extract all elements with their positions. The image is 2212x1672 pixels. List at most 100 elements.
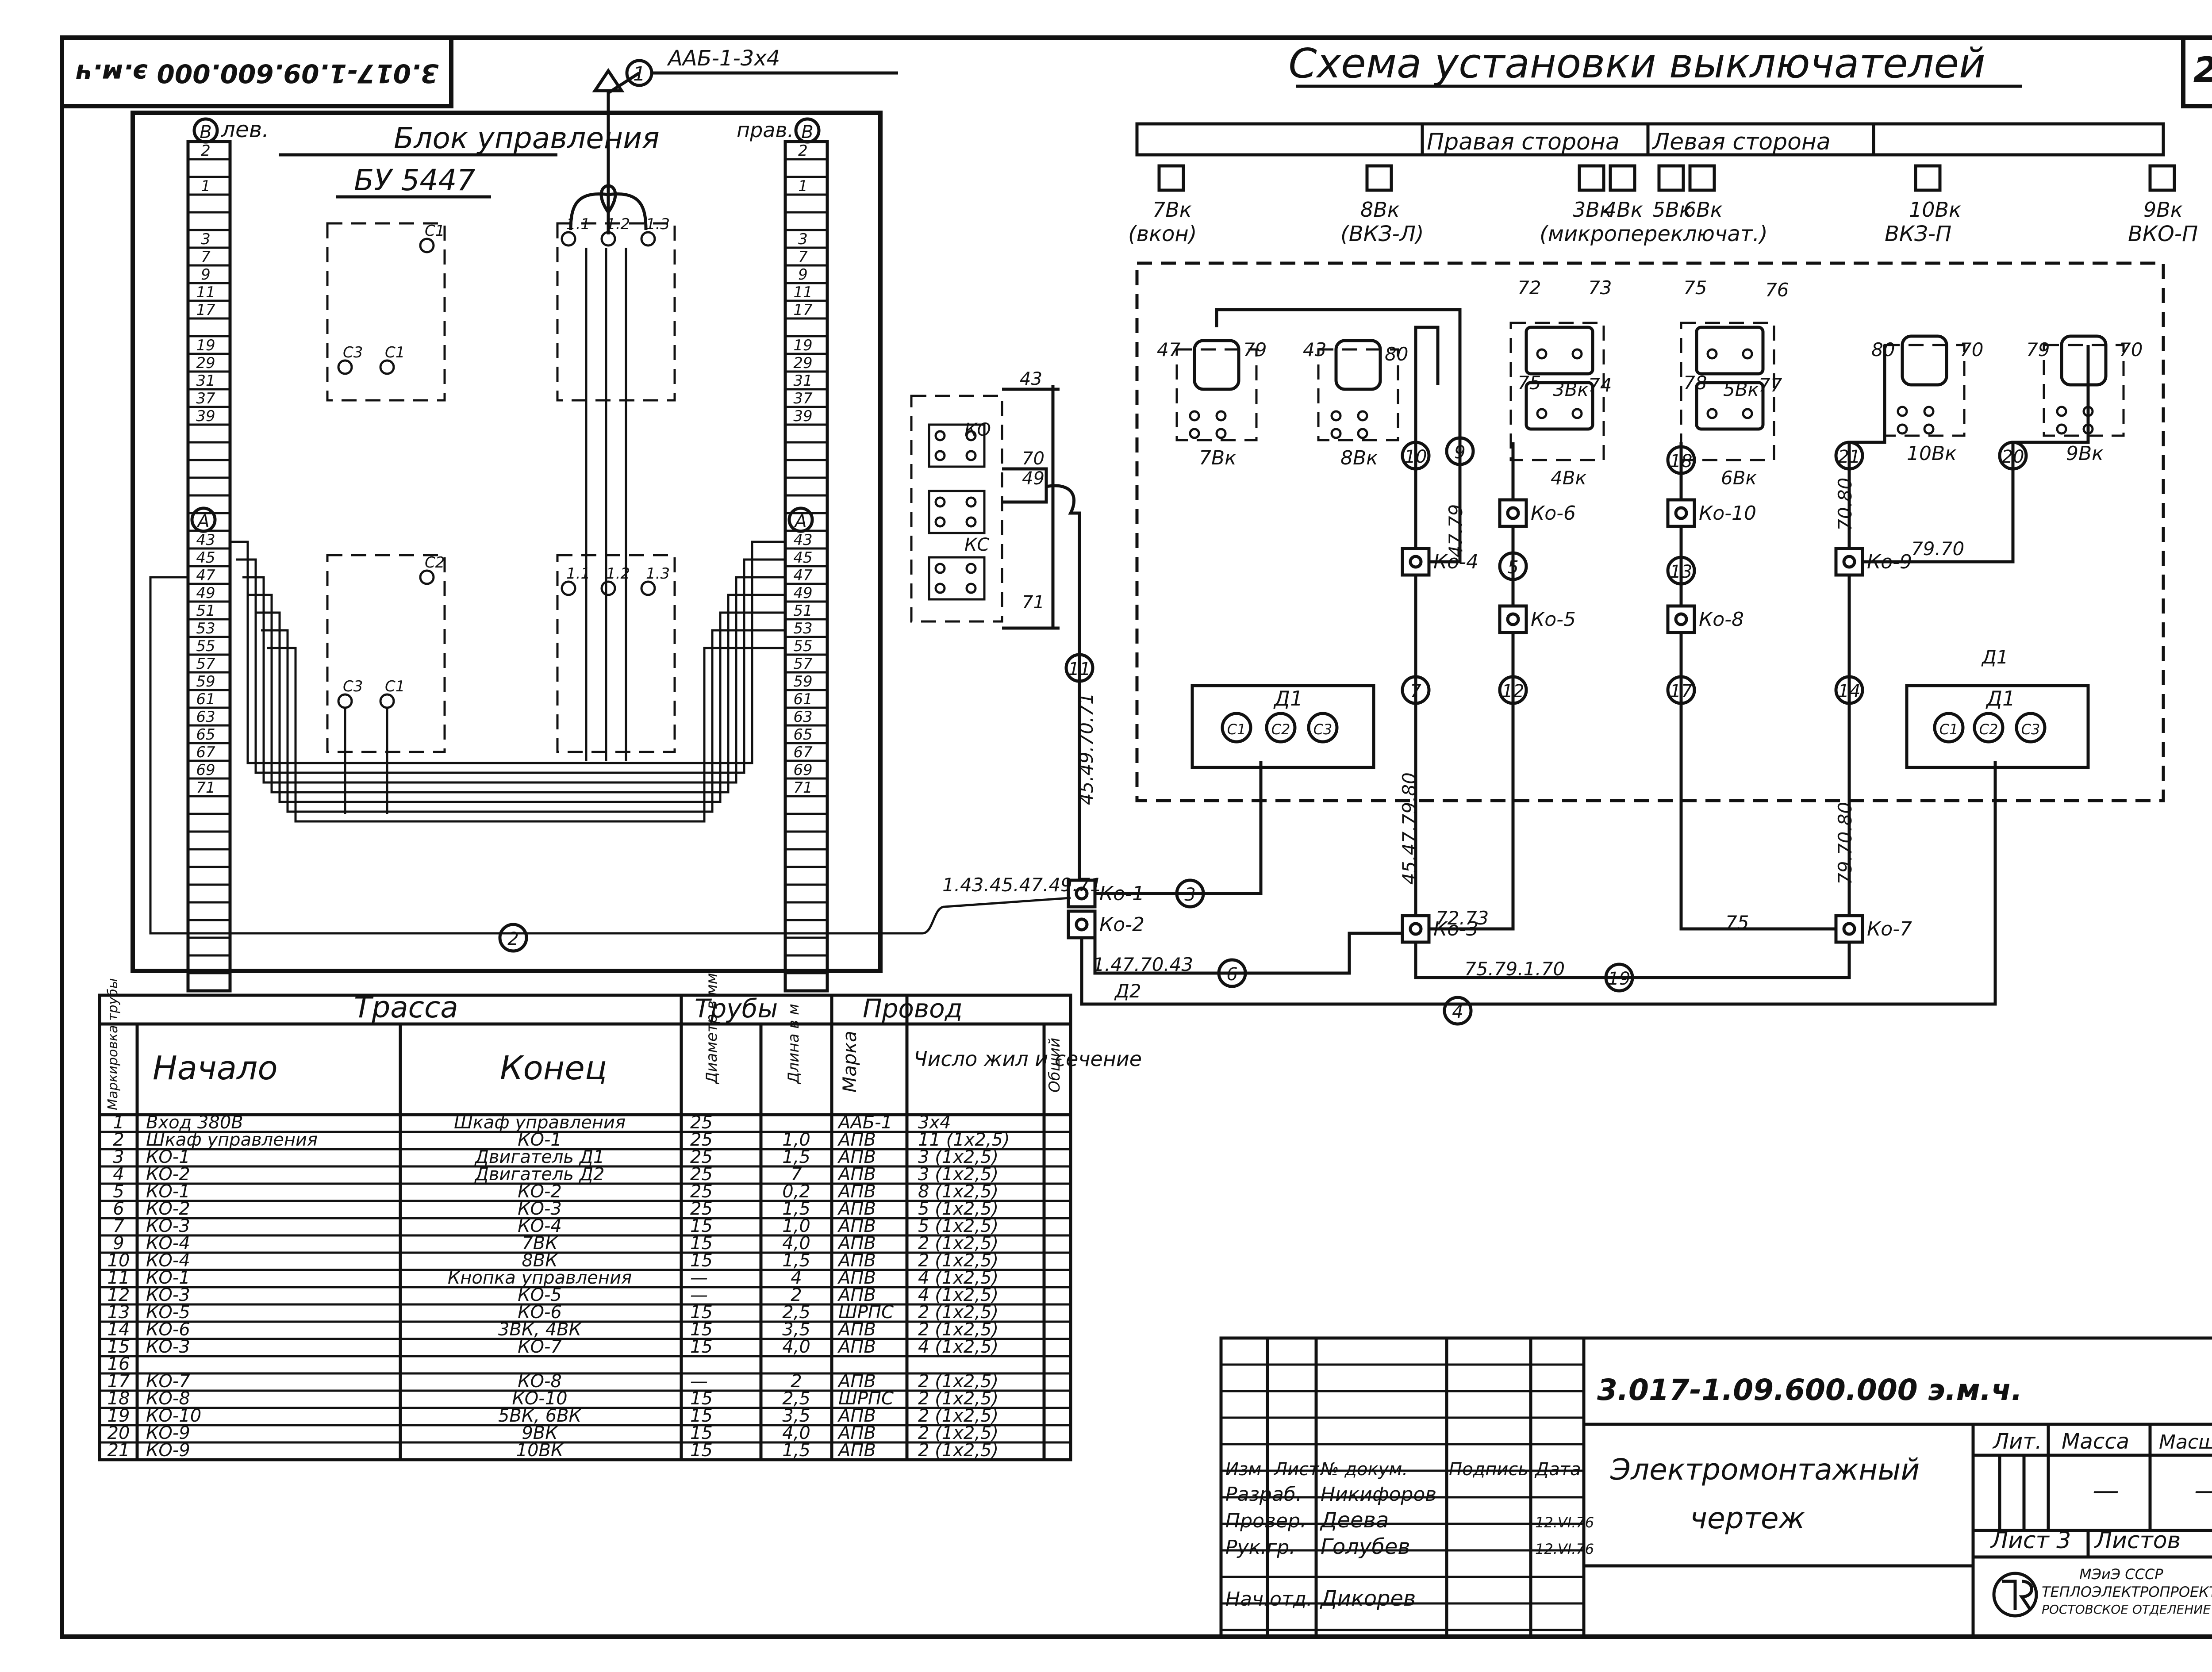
table-cell: 2,5 [782, 1302, 810, 1323]
strip-terminal-number: 9 [798, 266, 808, 284]
switch-unit-label: 8Вк [1340, 447, 1378, 469]
table-cell: АПВ [837, 1319, 876, 1340]
table-cell: 6 [113, 1199, 124, 1219]
cable-route [1847, 345, 1886, 916]
switch-icon [1657, 164, 1685, 192]
side-left-label: Левая сторона [1651, 129, 1831, 155]
route-number: 18 [1670, 451, 1693, 472]
strip-terminal-number: 53 [196, 620, 215, 637]
cable-route [1080, 761, 1997, 1006]
junction-box-icon [1666, 498, 1696, 528]
table-cell: 4 [791, 1268, 802, 1288]
strip-terminal-number: 63 [793, 708, 812, 726]
route-label: 1.47.70.43 [1093, 954, 1193, 975]
table-cell: Двигатель Д1 [474, 1147, 605, 1167]
terminal-icon [640, 231, 656, 247]
junction-box-icon [1401, 914, 1431, 944]
table-col-mark: Маркировка трубы [105, 978, 121, 1110]
pin-label: 74 [1588, 374, 1612, 396]
switch-unit [1680, 322, 1775, 461]
stamp-scale-value: — [2194, 1475, 2212, 1506]
table-cell: КО-8 [518, 1371, 562, 1392]
switch-icon [2148, 164, 2176, 192]
table-cell: 5 (1x2,5) [918, 1216, 998, 1236]
stamp-r4-role: Нач.отд. [1225, 1588, 1313, 1611]
stamp-h-list: Лист [1273, 1459, 1320, 1480]
table-cell: 16 [108, 1354, 130, 1374]
route-number-icon [1604, 963, 1634, 993]
cable-route [1679, 442, 1836, 931]
strip-terminal-number: 53 [793, 620, 812, 637]
stamp-h-scale: Масштаб [2159, 1431, 2212, 1453]
strip-terminal-number: 63 [196, 708, 215, 726]
junction-box-label: Ко-5 [1531, 608, 1576, 631]
strip-terminal-number: 1 [201, 177, 211, 195]
table-cell: 4 (1x2,5) [918, 1285, 998, 1305]
switch-unit-label: 10Вк [1907, 442, 1957, 465]
switch-icon [1609, 164, 1636, 192]
motor-terminal-icon [1221, 712, 1252, 744]
table-cell: 9ВК [522, 1423, 558, 1443]
left-lower-marker: А [196, 511, 209, 532]
table-cell: 1,5 [782, 1440, 810, 1461]
table-cell: 2 [113, 1130, 124, 1150]
terminal-icon [419, 569, 435, 585]
strip-terminal-number: 2 [201, 142, 211, 160]
left-strip-marker: В [200, 122, 211, 142]
pin-label: 80 [1385, 343, 1408, 365]
strip-terminal-number: 57 [196, 655, 215, 673]
terminal-icon [561, 580, 576, 596]
route-number-icon [1401, 675, 1431, 705]
table-cell: — [690, 1371, 708, 1392]
terminal-label: 1.2 [606, 215, 630, 233]
table-cell: 2 (1x2,5) [918, 1406, 998, 1426]
table-col-start: Начало [153, 1049, 278, 1087]
route-number-icon [1834, 441, 1864, 471]
table-cell: 25 [690, 1130, 713, 1150]
strip-terminal-number: 69 [196, 761, 215, 779]
junction-box-label: Ко-6 [1531, 502, 1576, 525]
control-unit-enclosure [131, 111, 883, 973]
stamp-h-izm: Изм [1225, 1459, 1261, 1480]
switch-label: 8Вк [1360, 198, 1400, 222]
terminal-label: С2 [425, 554, 445, 571]
route-number-icon [1666, 556, 1696, 586]
table-cell: 12 [108, 1285, 130, 1305]
route-number: 21 [1838, 447, 1861, 467]
left-terminal-strip: 2137911171929313739434547495153555759616… [186, 140, 232, 993]
table-cell: 18 [108, 1388, 130, 1409]
route-number: 5 [1507, 557, 1518, 578]
table-cell: КО-4 [518, 1216, 562, 1236]
table-col-dia: Диаметр в мм [703, 973, 721, 1085]
stamp-org-line3: РОСТОВСКОЕ ОТДЕЛЕНИЕ [2042, 1602, 2211, 1617]
table-cell: 2,5 [782, 1388, 810, 1409]
strip-terminal-number: 65 [196, 726, 215, 744]
table-cell: 17 [108, 1371, 130, 1392]
motor-d1-box [1190, 684, 1375, 769]
table-cell: 3 [113, 1147, 124, 1167]
side-right-label: Правая сторона [1427, 129, 1620, 155]
table-cell: 3,5 [782, 1319, 810, 1340]
table-cell: 10ВК [516, 1440, 564, 1461]
table-cell: АПВ [837, 1250, 876, 1271]
strip-terminal-number: 43 [793, 531, 812, 549]
table-cell: ШРПС [838, 1302, 894, 1323]
table-cell: КО-1 [146, 1147, 190, 1167]
strip-terminal-number: 11 [196, 284, 215, 301]
route-number: 13 [1670, 562, 1693, 582]
table-cell: 2 (1x2,5) [918, 1440, 998, 1461]
route-number: 4 [1452, 1002, 1463, 1022]
terminal-icon [379, 359, 395, 375]
motor-terminal-label: С2 [1271, 721, 1290, 738]
table-cell: 10 [108, 1250, 130, 1271]
route-label: 79.70 [1911, 538, 1964, 560]
strip-terminal-number: 37 [196, 390, 215, 407]
route-number-icon [1175, 878, 1205, 909]
stamp-name-line2: чертеж [1690, 1501, 1805, 1535]
route-label: Д1 [1981, 646, 2008, 668]
org-logo [1992, 1572, 2038, 1618]
table-col-cores: Число жил и сечение [914, 1047, 1142, 1071]
table-cell: 15 [690, 1440, 713, 1461]
table-cell: КО-1 [518, 1130, 562, 1150]
strip-terminal-number: 39 [196, 407, 215, 425]
